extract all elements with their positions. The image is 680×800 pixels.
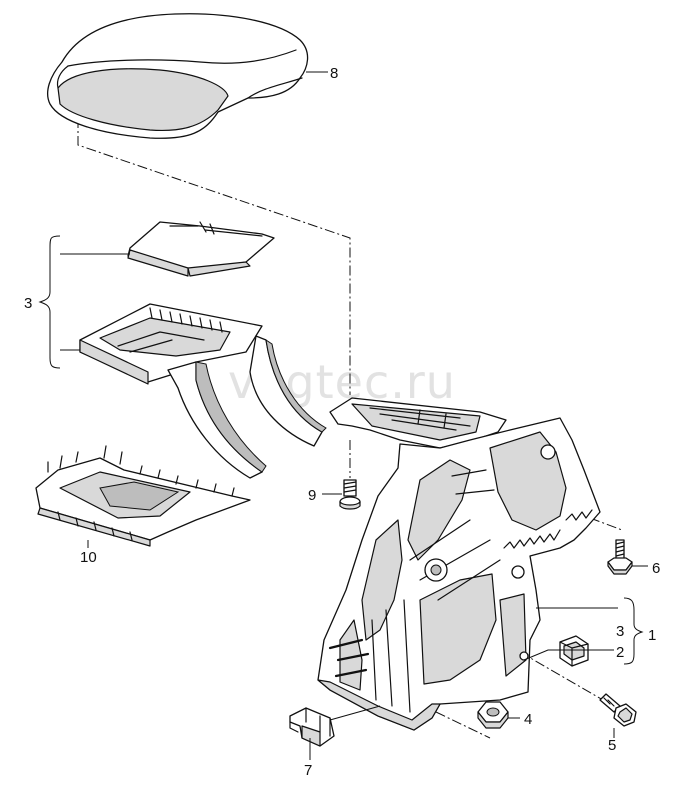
callout-4: 4 xyxy=(524,711,532,728)
callout-7: 7 xyxy=(304,762,312,779)
callout-3-left: 3 xyxy=(24,295,32,312)
braces xyxy=(38,235,644,665)
part-9-screw xyxy=(339,479,361,510)
callout-labels: 8 3 10 9 6 3 1 2 4 5 7 xyxy=(24,65,660,779)
part-5-screw xyxy=(599,693,637,727)
callout-8: 8 xyxy=(330,65,338,82)
part-8-armrest-lid xyxy=(47,13,309,139)
part-6-bolt xyxy=(607,539,633,575)
callout-1: 1 xyxy=(648,627,656,644)
callout-3-right: 3 xyxy=(616,623,624,640)
part-1-bracket-frame xyxy=(317,397,601,731)
part-3-storage-tray xyxy=(79,303,327,479)
part-7-bracket-clip xyxy=(289,707,335,747)
assembly-lines xyxy=(77,118,623,739)
part-10-liner xyxy=(35,445,251,547)
callout-5: 5 xyxy=(608,737,616,754)
leader-lines xyxy=(60,71,648,760)
callout-10: 10 xyxy=(80,549,97,566)
part-2-clip-nut xyxy=(559,635,589,667)
callout-2: 2 xyxy=(616,644,624,661)
callout-9: 9 xyxy=(308,487,316,504)
part-3-tray-insert xyxy=(127,221,275,277)
callout-6: 6 xyxy=(652,560,660,577)
part-4-hex-nut xyxy=(477,701,509,729)
